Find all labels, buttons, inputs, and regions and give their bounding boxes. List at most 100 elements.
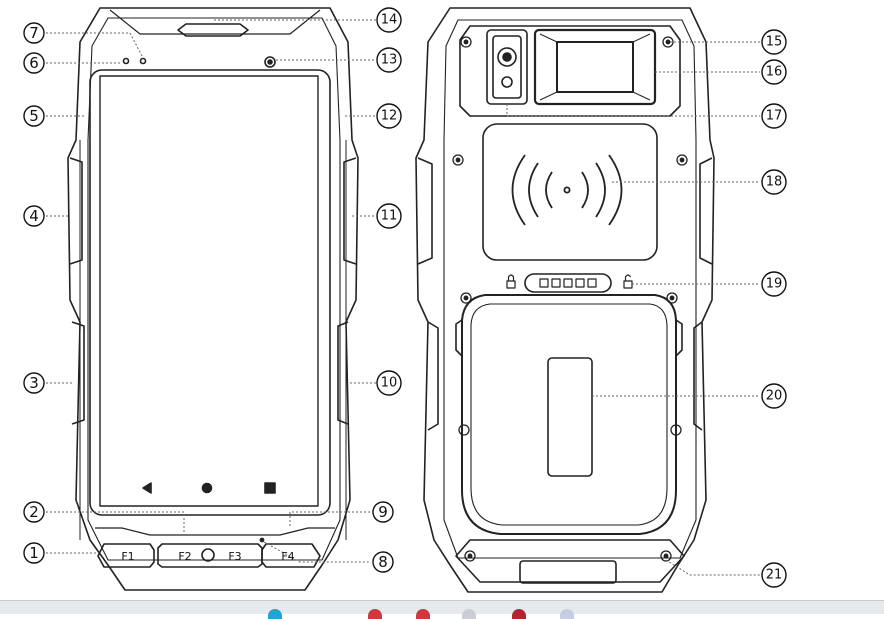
callout-circle-6 [23,52,45,74]
callout-circle-21 [761,562,787,588]
taskbar-app-icon-2[interactable] [368,609,382,619]
nfc-icon [511,154,623,226]
callout-circle-18 [761,169,787,195]
led-indicator-1 [122,57,130,65]
back-inner-rim [443,19,697,559]
callout-circle-12 [376,103,402,129]
screen-bezel [89,69,331,516]
taskbar-app-icon-5[interactable] [512,609,526,619]
bottom-bumper [95,527,335,536]
scan-window [556,41,634,93]
callout-4: 4 [29,207,39,225]
bottom-connector [519,560,617,584]
key-f1 [97,543,155,568]
callout-circle-7 [23,22,45,44]
rear-camera-lens-core [502,52,512,62]
key-f4 [261,543,321,568]
rear-camera-lens [497,47,517,67]
callout-8: 8 [378,553,388,571]
camera-flash [501,76,513,88]
key-label-f1: F1 [121,550,134,563]
scan-window-frame [533,28,657,106]
front-camera-lens [267,59,273,65]
callout-2: 2 [29,503,39,521]
callout-circle-11 [376,203,402,229]
key-label-f3: F3 [228,550,241,563]
callout-21: 21 [766,568,783,583]
callout-circle-8 [372,551,394,573]
nav-home-icon [201,482,213,494]
callout-3: 3 [29,374,39,392]
callout-circle-10 [376,370,402,396]
callout-circles [23,7,787,588]
callout-1: 1 [29,544,39,562]
pogo-pins [539,278,597,288]
right-side-key-upper [343,157,357,265]
battery-label-area [547,357,593,477]
callout-13: 13 [381,53,398,68]
callout-20: 20 [766,389,783,404]
callout-circle-13 [376,47,402,73]
left-side-key-lower [71,321,85,425]
keypad-center-button [201,548,215,562]
taskbar [0,600,884,619]
receiver-slot [177,23,249,37]
callout-circle-16 [761,59,787,85]
nfc-area [482,123,658,261]
front-inner-rim [87,17,341,561]
back-body-outline [415,7,715,593]
led-indicator-2 [139,57,147,65]
callout-circle-4 [23,205,45,227]
callout-14: 14 [381,13,398,28]
device-diagram: F1 F2 F3 F4 7 6 5 4 3 2 1 14 13 12 11 10… [23,7,787,593]
nav-back-icon [142,482,152,494]
callout-6: 6 [29,54,39,72]
callout-5: 5 [29,107,39,125]
screen [99,75,319,507]
callout-17: 17 [766,109,783,124]
front-camera [264,56,276,68]
taskbar-app-icon-3[interactable] [416,609,430,619]
battery-latch-left [455,319,463,357]
back-bottom-foot [455,539,685,583]
battery-cover-inner [470,303,668,526]
callout-circle-17 [761,103,787,129]
rear-camera-inner [492,35,522,99]
front-view [67,7,359,591]
taskbar-app-icon-4[interactable] [462,609,476,619]
callout-11: 11 [381,209,398,224]
callout-15: 15 [766,35,783,50]
top-bumper [109,9,321,35]
callout-circle-9 [372,501,394,523]
front-body-outline [67,7,359,591]
callout-circle-3 [23,372,45,394]
back-side-key-right [699,157,713,265]
callout-12: 12 [381,109,398,124]
back-side-key-right-lower [693,321,703,431]
lock-icon [506,274,516,289]
callout-16: 16 [766,65,783,80]
scan-window-bevel [539,33,651,101]
back-top-plate [459,25,681,117]
callout-18: 18 [766,175,783,190]
key-f2-f3 [157,543,263,568]
right-side-key-lower [337,321,349,425]
callout-9: 9 [378,503,388,521]
callout-7: 7 [29,24,39,42]
callout-circle-5 [23,105,45,127]
back-side-key-left [417,157,433,265]
callout-circle-19 [761,271,787,297]
back-side-key-left-lower [427,321,439,431]
back-view [415,7,715,593]
battery-cover [461,294,677,535]
callout-circle-14 [376,7,402,33]
taskbar-app-icon-6[interactable] [560,609,574,619]
callout-19: 19 [766,277,783,292]
key-label-f4: F4 [281,550,294,563]
unlock-icon [623,274,633,289]
pogo-pin-connector [524,273,612,293]
callout-circle-1 [23,542,45,564]
taskbar-app-icon-1[interactable] [268,609,282,619]
callout-circle-20 [761,383,787,409]
key-label-f2: F2 [178,550,191,563]
